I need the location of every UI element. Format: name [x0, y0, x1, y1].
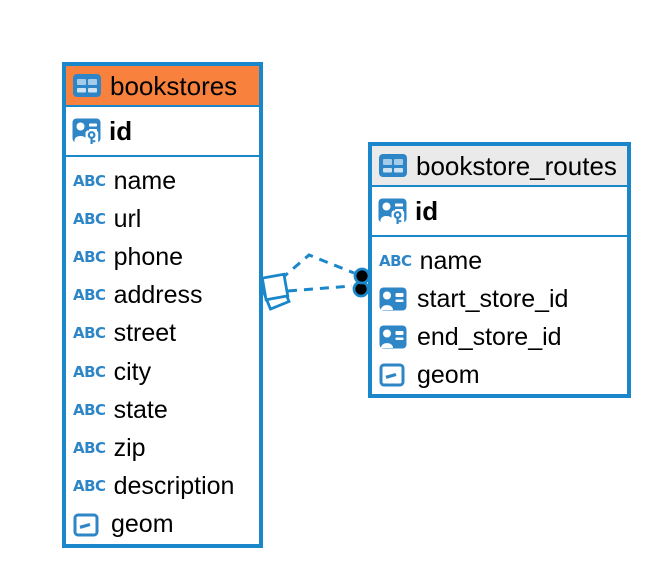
column-row-description[interactable]: ABC description [66, 467, 259, 506]
table-bookstores[interactable]: bookstores id ABC name ABC url ABC phone… [62, 62, 263, 548]
table-title: bookstore_routes [416, 150, 617, 181]
column-row-geom[interactable]: geom [66, 505, 259, 545]
column-name: address [113, 281, 203, 310]
column-name: geom [111, 510, 174, 539]
table-bookstore-routes-columns: ABC name start_store_id end_store_id geo… [372, 237, 627, 394]
relationship-source-marker-front[interactable] [260, 272, 290, 302]
relationship-line-lower[interactable] [287, 284, 353, 293]
text-icon: ABC [73, 400, 106, 419]
text-icon: ABC [73, 209, 106, 228]
column-row-id[interactable]: id [66, 107, 259, 157]
column-row-state[interactable]: ABC state [66, 391, 259, 430]
column-row-geom[interactable]: geom [372, 356, 627, 394]
relationship-line-upper[interactable] [280, 253, 355, 281]
text-icon: ABC [73, 324, 106, 343]
text-icon: ABC [73, 248, 106, 266]
column-row-zip[interactable]: ABC zip [66, 429, 259, 468]
column-name: start_store_id [417, 284, 569, 313]
column-name: id [109, 116, 133, 146]
column-name: zip [113, 434, 146, 463]
table-bookstore-routes-header[interactable]: bookstore_routes [372, 146, 627, 187]
column-name: url [113, 204, 142, 233]
column-row-end-store-id[interactable]: end_store_id [372, 318, 627, 356]
table-title: bookstores [110, 70, 238, 101]
column-row-city[interactable]: ABC city [66, 353, 259, 392]
column-row-address[interactable]: ABC address [66, 276, 259, 315]
column-row-street[interactable]: ABC street [66, 314, 259, 354]
column-name: state [113, 395, 168, 424]
text-icon: ABC [379, 251, 412, 270]
text-icon: ABC [73, 362, 106, 381]
text-icon: ABC [73, 439, 106, 458]
column-name: name [419, 246, 483, 275]
column-row-name[interactable]: ABC name [372, 242, 627, 280]
table-bookstore-routes[interactable]: bookstore_routes id ABC name start_store… [368, 142, 631, 398]
column-name: description [113, 472, 235, 501]
text-icon: ABC [73, 286, 106, 305]
text-icon: ABC [73, 477, 106, 496]
column-name: name [113, 166, 177, 195]
column-name: phone [113, 243, 184, 271]
column-name: geom [417, 360, 480, 389]
column-name: city [113, 357, 152, 386]
column-row-id[interactable]: id [372, 187, 627, 237]
table-bookstores-columns: ABC name ABC url ABC phone ABC address A… [66, 157, 259, 545]
column-name: end_store_id [417, 322, 562, 351]
relationship-target-dot-upper[interactable] [353, 267, 371, 285]
column-row-url[interactable]: ABC url [66, 200, 259, 239]
column-name: id [415, 196, 439, 226]
column-name: street [113, 319, 177, 348]
column-row-phone[interactable]: ABC phone [66, 238, 259, 277]
text-icon: ABC [73, 171, 106, 190]
column-row-start-store-id[interactable]: start_store_id [372, 280, 627, 318]
table-bookstores-header[interactable]: bookstores [66, 66, 259, 107]
column-row-name[interactable]: ABC name [66, 162, 259, 201]
